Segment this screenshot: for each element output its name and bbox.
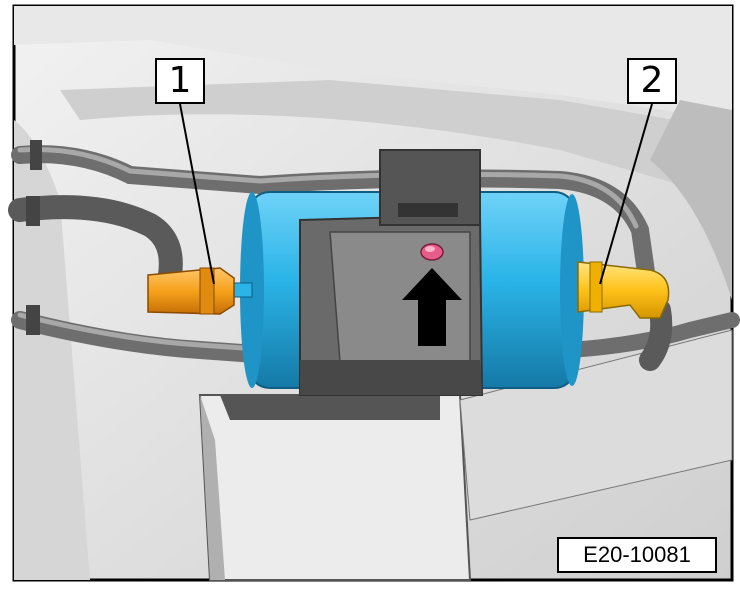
lower-support-shade [200,395,225,580]
fuel-line-lower-highlight [17,312,273,353]
fuel-line-right-lower [562,312,740,358]
figure-reference-label: E20-10081 [557,537,717,573]
fuel-line-lower [11,311,279,364]
filter-end-right [560,194,584,386]
connector-left-ring [199,267,215,315]
connector-right-ring [589,261,603,313]
lower-support [198,394,472,581]
callout-1: 1 [155,58,205,104]
filter-bracket-shadow [300,360,482,395]
fuel-hose-left [8,195,183,287]
hose-clip-left-3 [26,305,40,335]
leader-line-2 [599,103,653,285]
arrow-up-icon [402,268,462,346]
leader-line-1 [179,103,215,285]
lower-support-lip [220,395,440,420]
body-panel-right [650,100,732,300]
retaining-screw-highlight [425,246,435,252]
hose-clip-left [26,196,40,226]
callout-2: 2 [627,58,677,104]
body-panel-left [14,120,90,580]
hose-clip-left-2 [30,140,42,170]
body-panel-top-shadow [60,80,732,200]
connector-left [147,267,235,315]
body-panel-top [14,6,732,120]
bracket-teeth [398,203,458,217]
